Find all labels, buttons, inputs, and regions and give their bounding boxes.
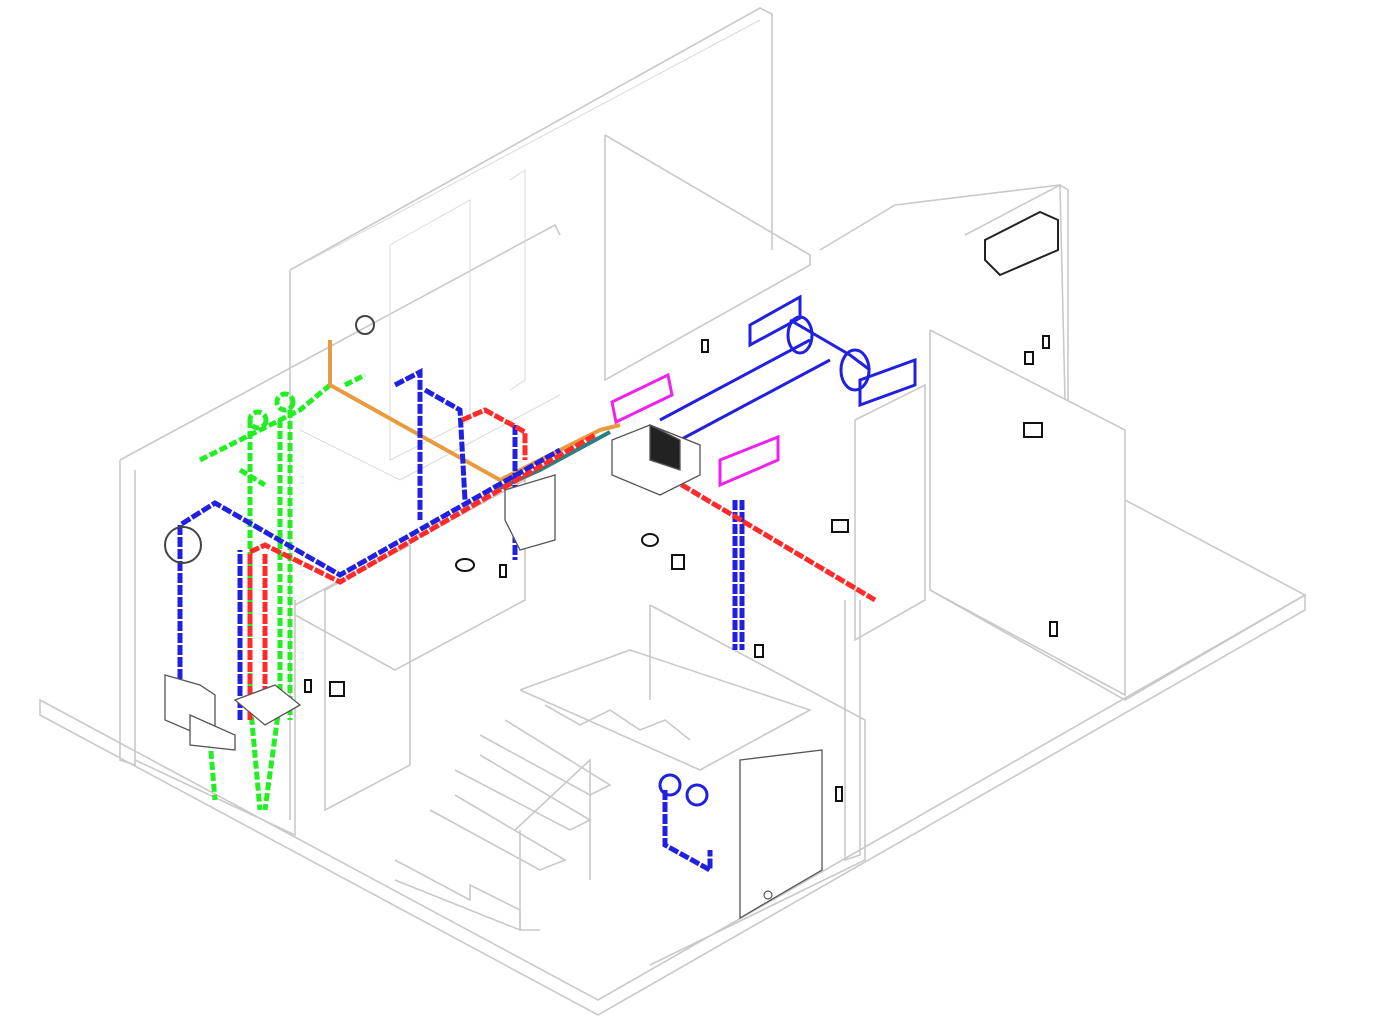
window-back [389, 199, 471, 461]
outlet-icon [1042, 335, 1050, 349]
left-wall-post [119, 460, 136, 767]
right-floor [929, 499, 1307, 701]
cold-water-lines [177, 367, 745, 875]
outlet-icon [499, 564, 507, 578]
electrical-devices [304, 335, 1058, 802]
laundry-unit [504, 474, 556, 551]
outlet-icon [754, 644, 764, 658]
stair-well-wall [649, 604, 866, 966]
right-room-box [964, 184, 1069, 400]
outlet-icon [671, 554, 685, 570]
outlet-icon [1049, 621, 1058, 637]
floor-slab [39, 593, 1306, 1016]
shower-head-icon [164, 315, 375, 564]
water-heater-icon [739, 749, 823, 920]
staircase [394, 605, 812, 932]
thermostat-icon [455, 558, 475, 572]
building-shell [39, 7, 1307, 1016]
condenser-unit [984, 210, 1059, 277]
bath-shelf [299, 394, 561, 481]
back-wall-upper [289, 7, 773, 271]
toilet-icon [164, 674, 236, 751]
center-column [844, 600, 861, 862]
supply-duct [659, 294, 917, 442]
pump-icon [658, 773, 709, 807]
wall-top-rail [309, 19, 761, 261]
outlet-icon [329, 681, 345, 697]
window-back-2 [509, 169, 526, 391]
outlet-icon [831, 519, 849, 533]
left-wall [119, 223, 561, 461]
outlet-icon [1023, 422, 1043, 438]
air-handler [611, 423, 701, 496]
thermostat-icon [641, 533, 659, 547]
right-room-front [929, 329, 1126, 697]
right-room-back [819, 184, 1066, 401]
fixtures [164, 210, 1059, 920]
hot-water-lines [247, 407, 877, 720]
outlet-icon [304, 679, 312, 693]
sink-icon [233, 684, 302, 726]
bathroom-door [324, 543, 411, 812]
door-right-room [854, 383, 926, 642]
outlet-icon [701, 339, 709, 353]
outlet-icon [1024, 351, 1034, 365]
supply-registers [610, 372, 780, 488]
mid-wall [604, 134, 811, 382]
outlet-icon [835, 786, 843, 802]
gas-line [328, 340, 621, 483]
left-room-front [134, 600, 296, 837]
